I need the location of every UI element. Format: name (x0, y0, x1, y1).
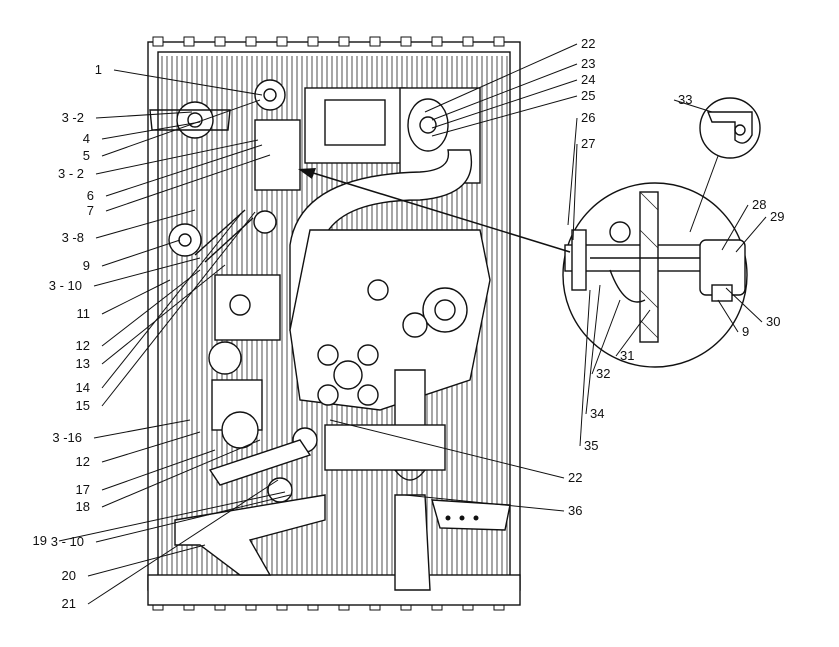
callout-label: 22 (568, 470, 582, 485)
leader-line (87, 479, 279, 605)
leader-line (101, 211, 256, 407)
callout-label: 20 (62, 568, 76, 583)
callout-label: 19 (33, 533, 47, 548)
callout-label: 26 (581, 110, 595, 125)
leader-line (404, 494, 565, 512)
leader-line (431, 95, 578, 137)
callout-label: 18 (76, 499, 90, 514)
callout-label: 32 (596, 366, 610, 381)
callout-label: 4 (83, 131, 90, 146)
callout-label: 25 (581, 88, 595, 103)
callout-label: 9 (83, 258, 90, 273)
leader-line (101, 269, 201, 347)
leader-line (424, 43, 578, 113)
detail-pointer-arrow (298, 168, 571, 253)
callout-label: 3 - 10 (49, 278, 82, 293)
internal-mechanism (149, 79, 511, 591)
leader-line (579, 289, 591, 447)
callout-label: 17 (76, 482, 90, 497)
leader-line (572, 143, 578, 241)
leader-line (591, 299, 621, 375)
leader-line (101, 99, 261, 157)
callout-label: 13 (76, 356, 90, 371)
callout-label: 21 (62, 596, 76, 611)
callout-label: 24 (581, 72, 595, 87)
callout-label: 27 (581, 136, 595, 151)
leader-line (101, 279, 171, 315)
callout-label: 15 (76, 398, 90, 413)
callout-leaders (58, 43, 767, 605)
callout-label: 12 (76, 454, 90, 469)
callout-label: 36 (568, 503, 582, 518)
leader-line (105, 154, 271, 212)
leader-line (101, 264, 226, 365)
callout-label: 33 (678, 92, 692, 107)
callout-label: 11 (77, 306, 91, 321)
callout-label: 31 (620, 348, 634, 363)
callout-label: 12 (76, 338, 90, 353)
callout-label: 22 (581, 36, 595, 51)
leader-line (717, 299, 739, 333)
callout-label: 3 -8 (62, 230, 84, 245)
callout-label: 3 -16 (52, 430, 82, 445)
callout-label: 6 (87, 188, 94, 203)
leader-line (101, 214, 241, 389)
leader-line (615, 309, 651, 357)
leader-line (87, 544, 206, 577)
leader-line (329, 419, 565, 479)
callout-label: 28 (752, 197, 766, 212)
callout-label: 23 (581, 56, 595, 71)
leader-line (101, 239, 181, 267)
callout-label: 14 (76, 380, 90, 395)
leader-line (721, 204, 749, 251)
leader-line (101, 449, 216, 491)
callout-label: 1 (95, 62, 102, 77)
leader-line (725, 287, 763, 323)
callout-label: 9 (742, 324, 749, 339)
leader-line (95, 494, 291, 543)
leader-line (93, 419, 191, 439)
leader-line (101, 439, 261, 508)
leader-line (431, 79, 578, 129)
callout-label: 34 (590, 406, 604, 421)
callout-label: 29 (770, 209, 784, 224)
callout-label: 3 - 10 (51, 534, 84, 549)
leader-line (101, 121, 201, 140)
leader-line (95, 209, 196, 239)
leader-line (93, 257, 201, 287)
leader-line (95, 111, 193, 119)
leader-line (95, 139, 259, 175)
callout-label: 30 (766, 314, 780, 329)
callout-label: 35 (584, 438, 598, 453)
callout-label: 5 (83, 148, 90, 163)
leader-line (105, 144, 263, 197)
leader-line (585, 284, 601, 415)
leader-line (101, 431, 201, 463)
callout-label: 3 -2 (62, 110, 84, 125)
callout-label: 7 (87, 203, 94, 218)
leader-line (113, 69, 263, 96)
detail-view-33 (689, 97, 761, 233)
leader-line (735, 216, 767, 253)
callout-label: 3 - 2 (58, 166, 84, 181)
detail-view-circle (562, 182, 748, 368)
leader-line (673, 99, 713, 113)
leader-line (567, 117, 578, 226)
leader-line (431, 63, 578, 121)
